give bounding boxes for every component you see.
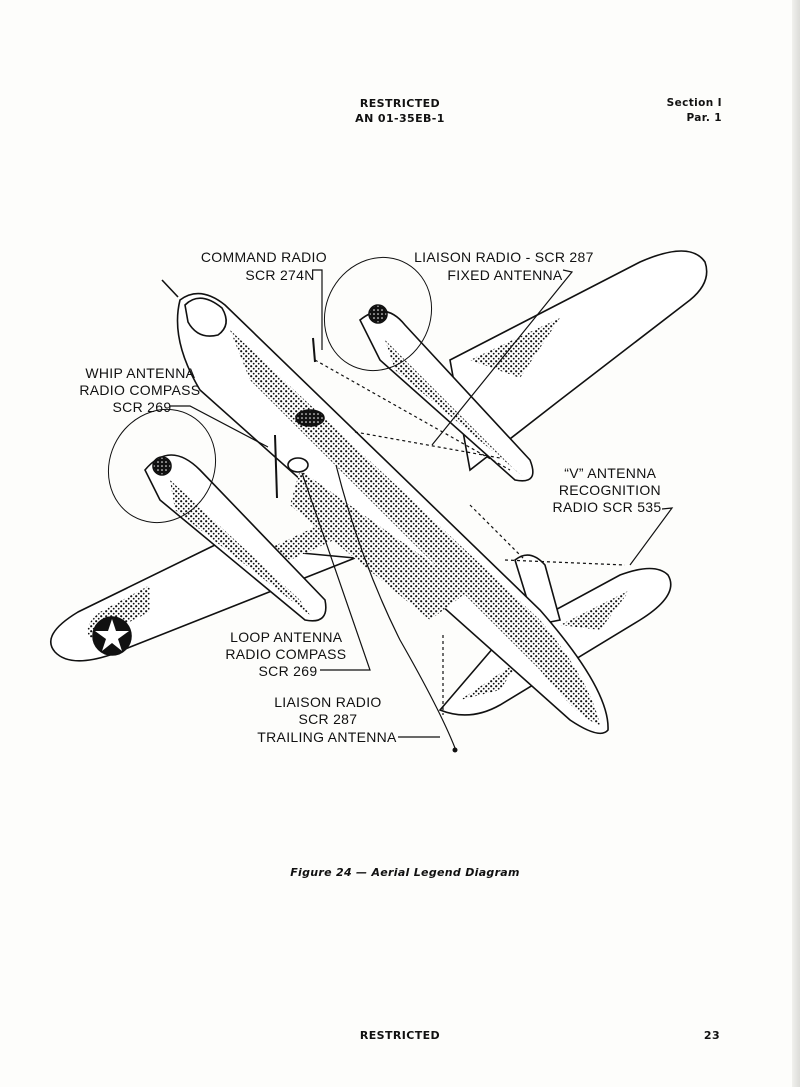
right-wing <box>449 250 708 472</box>
nose-probe <box>161 279 179 298</box>
trailing-antenna-wire <box>335 464 456 749</box>
leader-liaison-fixed <box>431 269 574 446</box>
page-number: 23 <box>703 1029 720 1042</box>
aircraft-drawing <box>50 250 708 735</box>
page-header-center: RESTRICTED AN 01-35EB-1 <box>280 96 520 126</box>
figure-caption: Figure 24 — Aerial Legend Diagram <box>290 866 520 879</box>
left-propeller-disc <box>107 408 217 524</box>
label-liaison-trailing-antenna: LIAISON RADIO SCR 287 TRAILING ANTENNA <box>257 694 397 745</box>
leader-v-antenna <box>629 507 674 566</box>
leader-lines <box>170 269 674 753</box>
leader-command-radio <box>312 269 323 350</box>
label-liaison-fixed-antenna: LIAISON RADIO - SCR 287 FIXED ANTENNA <box>414 249 598 283</box>
vertical-fin <box>514 554 561 626</box>
nose-glazing <box>184 297 227 337</box>
antenna-wires <box>314 359 626 715</box>
footer-classification: RESTRICTED <box>359 1029 441 1042</box>
page-header-right: Section I Par. 1 <box>667 96 722 126</box>
leader-whip-antenna <box>170 405 269 448</box>
label-v-antenna: “V” ANTENNA RECOGNITION RADIO SCR 535 <box>553 465 666 515</box>
right-propeller-disc <box>323 256 433 372</box>
header-section: Section I <box>666 97 722 109</box>
label-loop-antenna: LOOP ANTENNA RADIO COMPASS SCR 269 <box>225 629 350 679</box>
header-classification: RESTRICTED <box>359 97 441 110</box>
header-doc-number: AN 01-35EB-1 <box>355 112 445 125</box>
label-whip-antenna: WHIP ANTENNA RADIO COMPASS SCR 269 <box>79 365 204 415</box>
label-command-radio: COMMAND RADIO SCR 274N <box>201 249 331 283</box>
page-edge-shadow <box>792 0 800 1087</box>
leader-loop-antenna <box>301 472 371 671</box>
header-paragraph: Par. 1 <box>686 112 722 124</box>
